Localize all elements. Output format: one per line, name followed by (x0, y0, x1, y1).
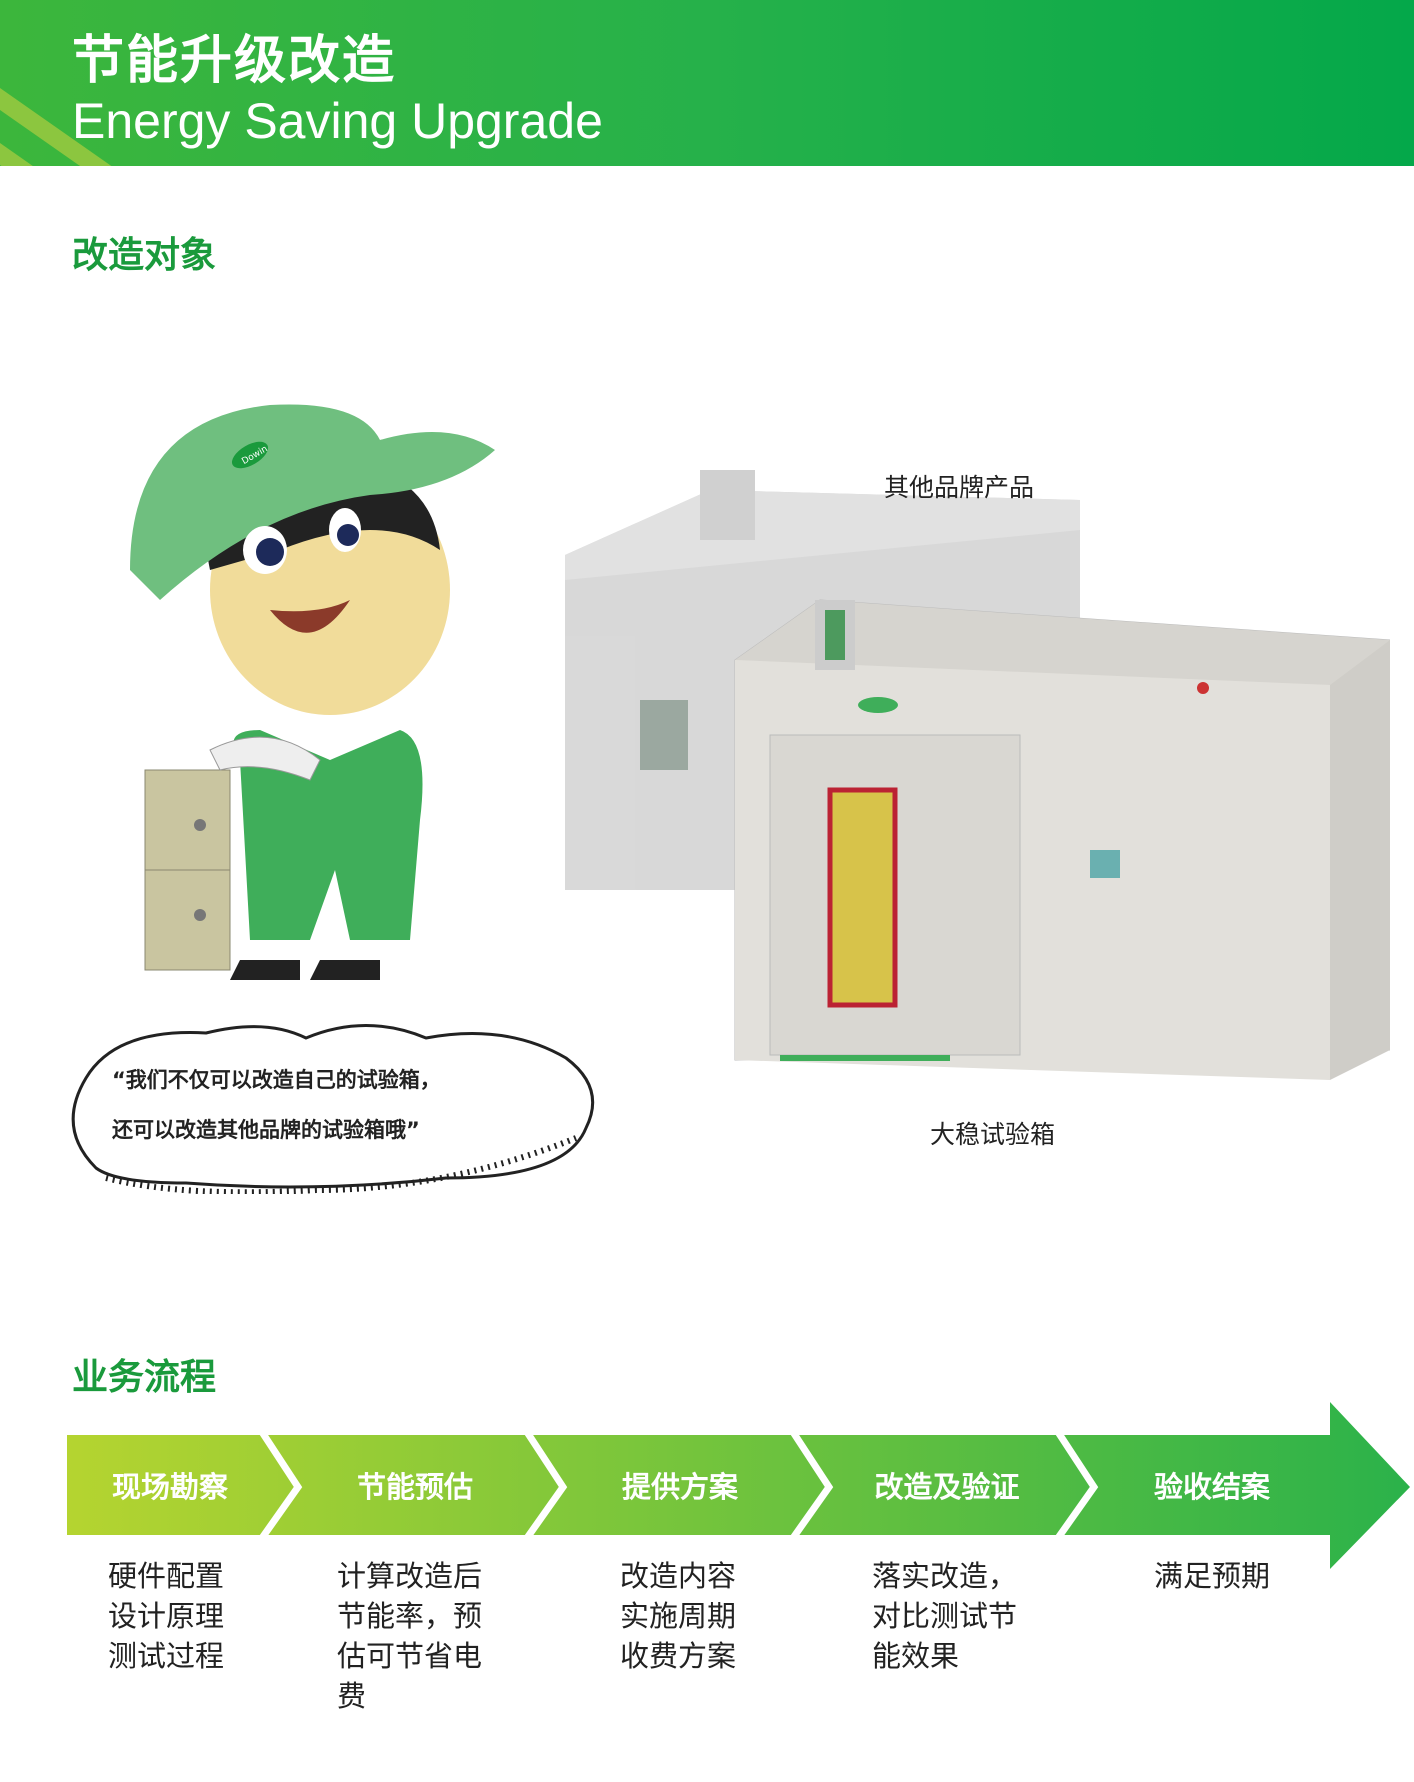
step-energy-estimate: 节能预估 (356, 1470, 473, 1504)
test-chamber-illustration (565, 470, 1390, 1080)
step-acceptance: 验收结案 (1153, 1470, 1270, 1504)
page-subtitle: Energy Saving Upgrade (72, 93, 603, 149)
bubble-line-1: “我们不仅可以改造自己的试验箱， (112, 1068, 441, 1092)
section-title-process: 业务流程 (72, 1357, 217, 1398)
step-retrofit-verify: 改造及验证 (874, 1470, 1020, 1504)
label-other-brand: 其他品牌产品 (884, 473, 1035, 502)
step-divider (259, 1430, 303, 1541)
page-title: 节能升级改造 (72, 31, 397, 91)
bubble-line-2: 还可以改造其他品牌的试验箱哦” (112, 1118, 420, 1142)
step-divider (524, 1430, 568, 1541)
mascot-illustration: Dowin (130, 404, 495, 980)
step-site-survey: 现场勘察 (111, 1470, 228, 1504)
bubble-quote: “我们不仅可以改造自己的试验箱， 还可以改造其他品牌的试验箱哦” (112, 1055, 441, 1155)
step-desc-4: 落实改造， 对比测试节 能效果 (872, 1559, 1018, 1673)
section-title-targets: 改造对象 (72, 235, 217, 276)
dowin-chamber (734, 599, 1390, 1080)
step-desc-1: 硬件配置 设计原理 测试过程 (108, 1559, 225, 1673)
label-dowin-chamber: 大稳试验箱 (930, 1120, 1056, 1149)
step-desc-3: 改造内容 实施周期 收费方案 (620, 1559, 737, 1673)
step-proposal: 提供方案 (621, 1470, 738, 1504)
step-desc-5: 满足预期 (1154, 1559, 1271, 1593)
step-desc-2: 计算改造后 节能率，预 估可节省电 费 (337, 1559, 483, 1713)
speech-bubble (71, 1024, 595, 1194)
header-banner: 节能升级改造 Energy Saving Upgrade (0, 0, 1414, 166)
step-divider (790, 1430, 834, 1541)
step-divider (1055, 1430, 1099, 1541)
